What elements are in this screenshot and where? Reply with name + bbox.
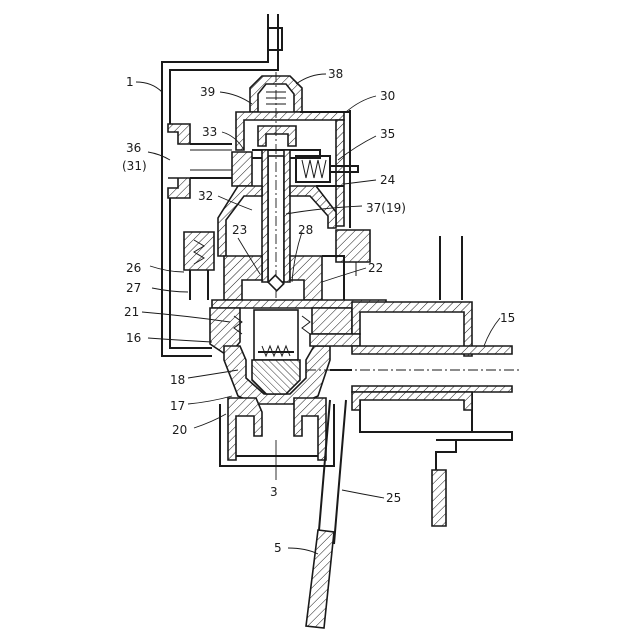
label-23: 23 [232, 223, 247, 237]
label-33: 33 [202, 125, 217, 139]
lever-arm [306, 400, 456, 628]
outlet-pipe [306, 236, 520, 440]
label-15: 15 [500, 311, 515, 325]
label-16: 16 [126, 331, 141, 345]
label-20: 20 [172, 423, 187, 437]
label-25: 25 [386, 491, 401, 505]
label-27: 27 [126, 281, 141, 295]
label-26: 26 [126, 261, 141, 275]
label-5: 5 [274, 541, 282, 555]
label-18: 18 [170, 373, 185, 387]
label-17: 17 [170, 399, 185, 413]
side-port [168, 124, 232, 198]
label-21: 21 [124, 305, 139, 319]
label-24: 24 [380, 173, 395, 187]
label-3: 3 [270, 485, 278, 499]
bottom-fitting [220, 398, 334, 466]
label-30: 30 [380, 89, 395, 103]
label-38: 38 [328, 67, 343, 81]
mid-body [212, 256, 386, 308]
label-31: (31) [122, 159, 147, 173]
label-32: 32 [198, 189, 213, 203]
label-35: 35 [380, 127, 395, 141]
label-1: 1 [126, 75, 134, 89]
side-pin [184, 232, 214, 300]
label-39: 39 [200, 85, 215, 99]
valve-stem [262, 72, 290, 300]
label-28: 28 [298, 223, 313, 237]
label-36: 36 [126, 141, 141, 155]
label-22: 22 [368, 261, 383, 275]
label-37-19: 37(19) [366, 201, 406, 215]
